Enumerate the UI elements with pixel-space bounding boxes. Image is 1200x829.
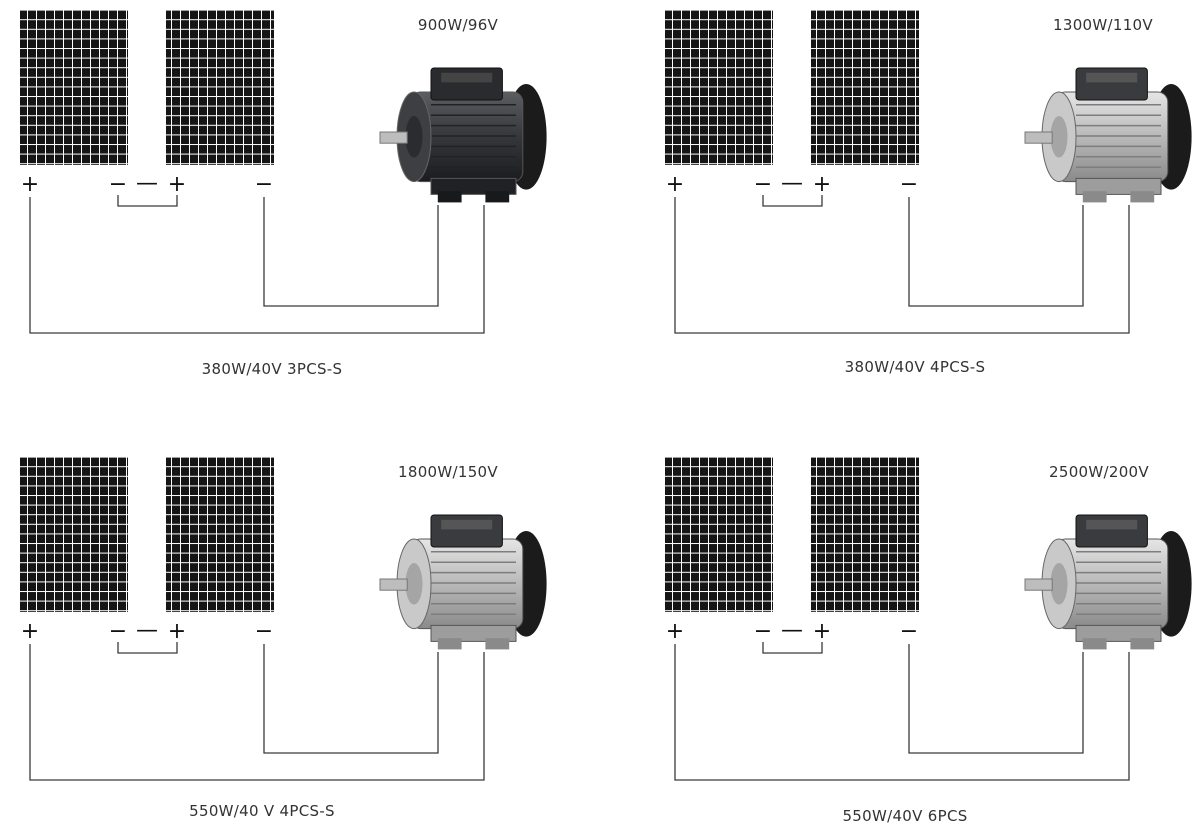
motor-foot	[485, 191, 510, 203]
motor-rating-label: 1800W/150V	[398, 463, 498, 481]
series-link-dash: —	[136, 618, 158, 643]
terminal-negative-right: −	[900, 172, 918, 197]
motor-terminal-lid	[1086, 519, 1138, 530]
motor-base	[430, 624, 517, 642]
terminal-positive-right: +	[813, 619, 831, 644]
motor-foot	[1130, 191, 1155, 203]
panel-config-label: 380W/40V 3PCS-S	[202, 360, 343, 378]
electric-motor-icon	[379, 514, 547, 650]
terminal-negative-left: −	[109, 172, 127, 197]
series-jumper-wire	[762, 642, 823, 654]
motor-foot	[1130, 638, 1155, 650]
solar-panel-cells	[811, 457, 919, 612]
series-link-dash: —	[781, 618, 803, 643]
negative-wire	[263, 197, 439, 307]
solar-panel-right	[811, 457, 919, 612]
motor-bearing	[1050, 116, 1068, 158]
panel-config-label: 550W/40 V 4PCS-S	[189, 802, 335, 820]
series-jumper-wire	[117, 195, 178, 207]
terminal-negative-right: −	[255, 619, 273, 644]
motor-terminal-lid	[441, 519, 493, 530]
motor-terminal-lid	[1086, 72, 1138, 83]
panel-config-label: 380W/40V 4PCS-S	[845, 358, 986, 376]
positive-wire	[29, 644, 485, 781]
solar-panel-left	[665, 10, 773, 165]
motor-bearing	[405, 563, 423, 605]
solar-panel-right	[166, 457, 274, 612]
motor-foot	[1082, 191, 1107, 203]
motor-bearing	[405, 116, 423, 158]
motor-bearing	[1050, 563, 1068, 605]
series-link-dash: —	[781, 171, 803, 196]
series-jumper-wire	[762, 195, 823, 207]
solar-panel-cells	[20, 10, 128, 165]
motor-foot	[437, 191, 462, 203]
negative-wire	[263, 644, 439, 754]
positive-wire	[674, 197, 1130, 334]
solar-panel-cells	[665, 10, 773, 165]
series-link-dash: —	[136, 171, 158, 196]
positive-wire	[674, 644, 1130, 781]
terminal-negative-left: −	[754, 172, 772, 197]
solar-panel-cells	[166, 457, 274, 612]
motor-terminal-lid	[441, 72, 493, 83]
terminal-negative-right: −	[900, 619, 918, 644]
motor-foot	[1082, 638, 1107, 650]
panel-config-label: 550W/40V 6PCS	[842, 807, 967, 825]
solar-panel-left	[20, 10, 128, 165]
solar-panel-right	[811, 10, 919, 165]
terminal-positive-left: +	[666, 172, 684, 197]
electric-motor-icon	[1024, 514, 1192, 650]
motor-shaft	[1024, 578, 1053, 591]
negative-wire	[908, 644, 1084, 754]
positive-wire	[29, 197, 485, 334]
motor-base	[430, 177, 517, 195]
motor-rating-label: 1300W/110V	[1053, 16, 1153, 34]
motor-shaft	[379, 578, 408, 591]
series-jumper-wire	[117, 642, 178, 654]
terminal-positive-right: +	[168, 172, 186, 197]
motor-shaft	[379, 131, 408, 144]
motor-foot	[437, 638, 462, 650]
electric-motor-icon	[379, 67, 547, 203]
terminal-positive-right: +	[168, 619, 186, 644]
solar-panel-cells	[811, 10, 919, 165]
motor-shaft	[1024, 131, 1053, 144]
motor-terminal-box	[430, 514, 503, 548]
motor-rating-label: 900W/96V	[418, 16, 499, 34]
negative-wire	[908, 197, 1084, 307]
motor-base	[1075, 177, 1162, 195]
solar-panel-right	[166, 10, 274, 165]
terminal-positive-right: +	[813, 172, 831, 197]
terminal-negative-right: −	[255, 172, 273, 197]
motor-terminal-box	[1075, 514, 1148, 548]
motor-foot	[485, 638, 510, 650]
motor-rating-label: 2500W/200V	[1049, 463, 1149, 481]
solar-panel-cells	[20, 457, 128, 612]
terminal-positive-left: +	[21, 619, 39, 644]
solar-panel-cells	[166, 10, 274, 165]
terminal-negative-left: −	[109, 619, 127, 644]
solar-panel-left	[20, 457, 128, 612]
solar-panel-cells	[665, 457, 773, 612]
motor-base	[1075, 624, 1162, 642]
terminal-positive-left: +	[666, 619, 684, 644]
electric-motor-icon	[1024, 67, 1192, 203]
terminal-negative-left: −	[754, 619, 772, 644]
terminal-positive-left: +	[21, 172, 39, 197]
solar-panel-left	[665, 457, 773, 612]
